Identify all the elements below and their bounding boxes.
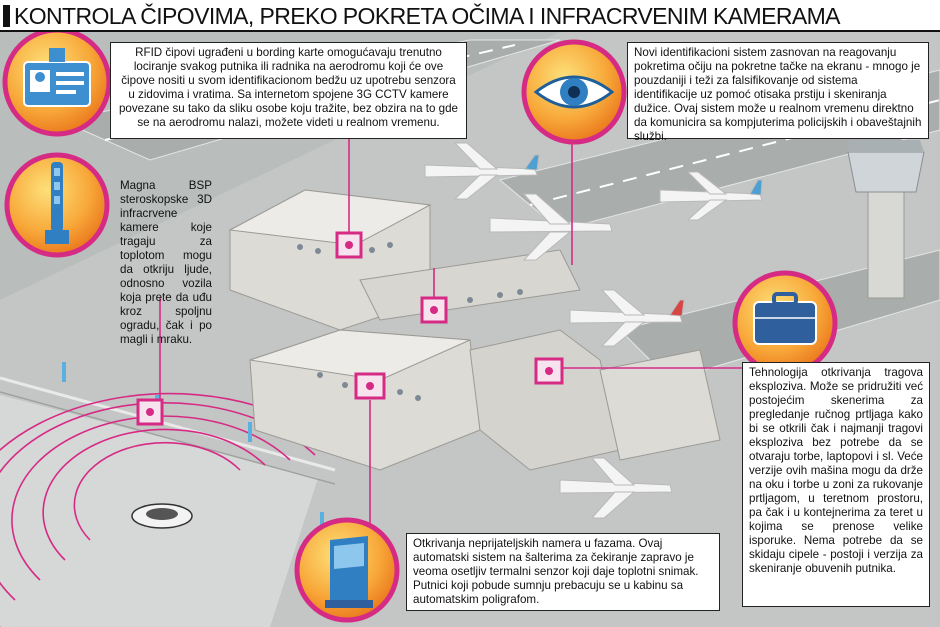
airplane: [659, 171, 763, 221]
title-bar: KONTROLA ČIPOVIMA, PREKO POKRETA OČIMA I…: [0, 0, 940, 32]
control-tower: [847, 140, 925, 299]
passenger-figures: [297, 242, 523, 401]
airplanes: [424, 142, 763, 519]
perimeter-fence: [0, 376, 336, 472]
title-rule: [0, 30, 940, 32]
callout-rfid: RFID čipovi ugrađeni u bording karte omo…: [110, 42, 467, 139]
callout-explosive-detection: Tehnologija otkrivanja tragova eksploziv…: [742, 362, 930, 607]
callout-hostile-intent: Otkrivanja neprijateljskih namera u faza…: [406, 533, 720, 611]
airplane: [424, 142, 540, 200]
airplane: [569, 289, 685, 347]
airplane: [559, 457, 673, 519]
airplane: [489, 193, 613, 261]
title-marker: [3, 5, 10, 27]
terminal-building: [228, 189, 721, 471]
leader-lines: [159, 138, 745, 528]
eye-icon: [521, 39, 627, 145]
callout-infrared-cameras: Magna BSP steroskopske 3D infracrvene ka…: [120, 179, 212, 346]
callout-eye-tracking: Novi identifikacioni sistem zasnovan na …: [627, 42, 929, 143]
suitcase-icon: [732, 270, 838, 376]
kiosk-icon: [294, 517, 400, 623]
infrared-camera-icon: [4, 152, 110, 258]
vehicle: [131, 503, 193, 529]
infographic-title: KONTROLA ČIPOVIMA, PREKO POKRETA OČIMA I…: [14, 3, 840, 29]
id-badge-icon: [2, 32, 112, 137]
